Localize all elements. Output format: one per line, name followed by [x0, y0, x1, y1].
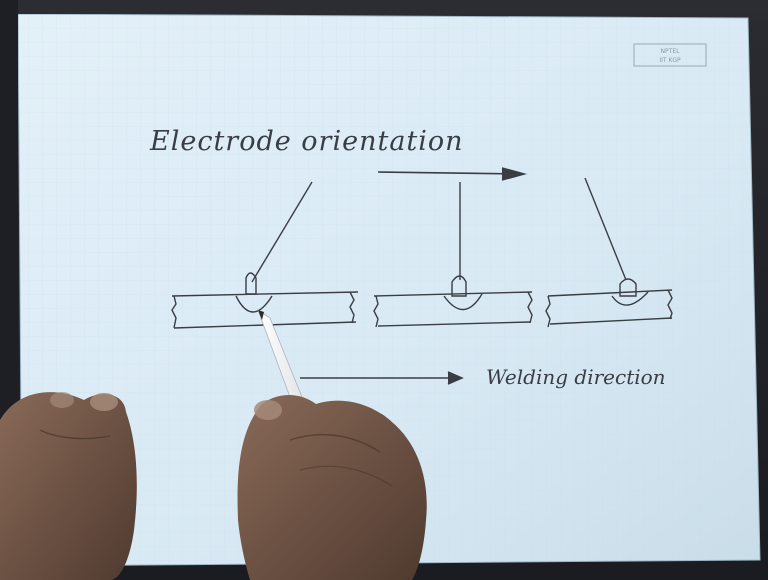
weld-sketch-trailing: [545, 177, 673, 328]
weld-sketch-perpendicular: [373, 182, 533, 328]
notes-title: Electrode orientation: [149, 126, 464, 157]
welding-direction-arrow: [300, 371, 464, 385]
corner-label-top: NPTEL: [661, 48, 681, 55]
travel-arrow: [377, 167, 528, 181]
left-hand: [0, 392, 137, 580]
corner-stamp: NPTEL IIT KGP: [633, 43, 707, 67]
corner-label-bottom: IIT KGP: [659, 57, 681, 64]
right-hand: [237, 395, 427, 580]
welding-direction-label: Welding direction: [486, 365, 666, 389]
